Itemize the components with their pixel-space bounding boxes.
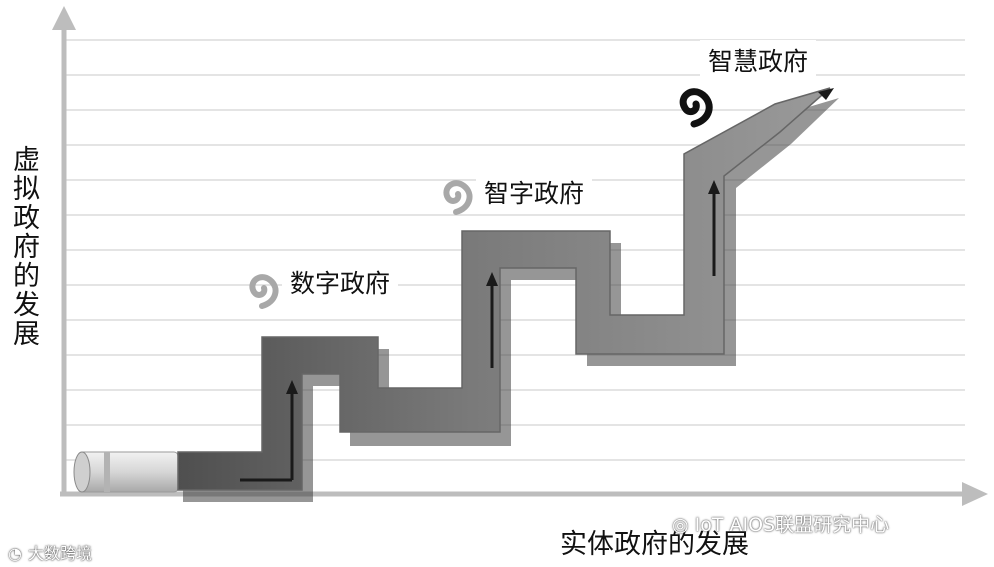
swirl-icon-stage-1	[249, 274, 279, 309]
watermark-left-text: 大数跨境	[27, 544, 92, 563]
swirl-icon-stage-2	[443, 180, 473, 215]
watermark-right: ◎IoT AIOS联盟研究中心	[672, 510, 889, 537]
wechat-icon: ◎	[672, 514, 689, 536]
pencil-eraser-end	[73, 451, 179, 493]
growth-path-depth	[183, 98, 839, 502]
stage-label-smart-government: 智慧政府	[700, 40, 817, 80]
watermark-right-text: IoT AIOS联盟研究中心	[694, 514, 890, 536]
watermark-left: ◔ 大数跨境	[8, 540, 92, 564]
growth-path	[177, 87, 831, 491]
swirl-icon-stage-3	[679, 88, 713, 128]
stage-label-digital-government: 数字政府	[282, 262, 399, 302]
path-arrows	[240, 180, 720, 482]
y-axis	[52, 6, 76, 494]
y-axis-label: 虚拟政府的发展	[8, 145, 39, 348]
watermark-logo-icon: ◔	[8, 544, 22, 563]
x-axis-label: 实体政府的发展	[560, 529, 749, 560]
stage-label-intelligent-government: 智字政府	[476, 172, 593, 212]
pencil-tip	[818, 88, 834, 100]
